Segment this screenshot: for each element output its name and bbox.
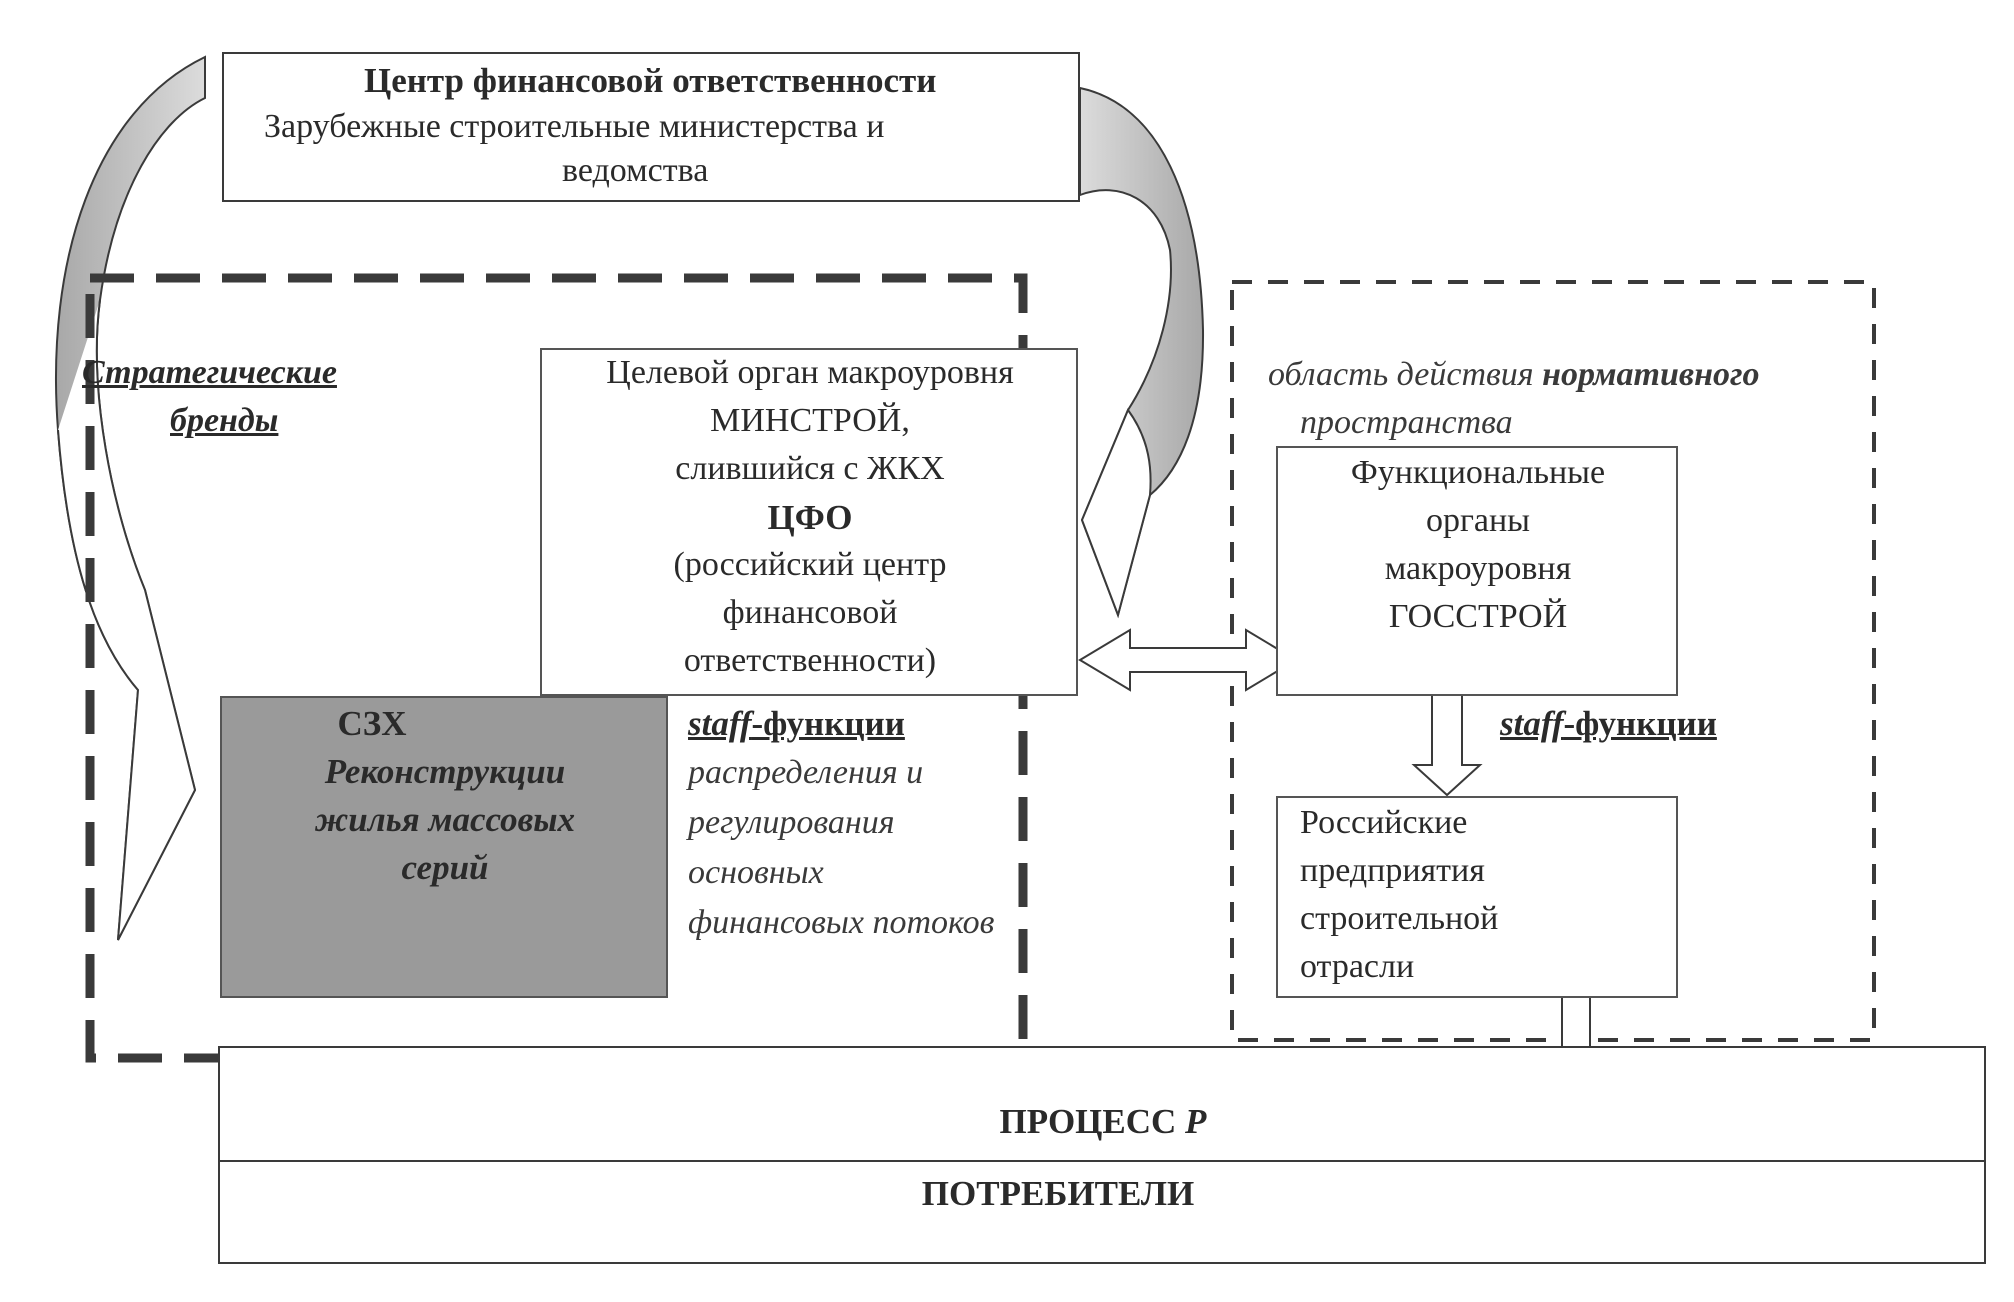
- staff-functions-left-heading: staff-функции: [688, 706, 905, 741]
- szh-box: СЗХ Реконструкции жилья массовых серий: [220, 696, 668, 998]
- target-box-line7: ответственности): [683, 642, 937, 679]
- staff-functions-left-line2: регулирования: [688, 804, 895, 841]
- enterprises-box-line2: предприятия: [1300, 852, 1485, 889]
- szh-box-line1: СЗХ: [337, 704, 407, 743]
- top-box-line1: Зарубежные строительные министерства и: [264, 108, 885, 145]
- staff-functions-left-line4: финансовых потоков: [688, 904, 995, 941]
- enterprises-box-line3: строительной: [1300, 900, 1499, 937]
- staff-functions-left-prefix: staff: [688, 704, 752, 743]
- target-body-box: Целевой орган макроуровня МИНСТРОЙ, слив…: [540, 348, 1078, 696]
- target-box-line2: МИНСТРОЙ,: [710, 402, 910, 439]
- bidirectional-arrow-horizontal: [1078, 628, 1298, 692]
- normative-space-label-line2: пространства: [1300, 404, 1513, 441]
- staff-functions-left-suffix: -функции: [751, 704, 905, 743]
- process-box: ПРОЦЕСС Р: [218, 1046, 1986, 1162]
- func-box-line3: макроуровня: [1384, 550, 1572, 587]
- staff-functions-left-line3: основных: [688, 854, 824, 891]
- strategic-brands-label-line1: Стратегические: [82, 354, 337, 391]
- func-box-line2: органы: [1425, 502, 1531, 539]
- target-box-line3: слившийся с ЖКХ: [675, 450, 945, 487]
- consumers-box: ПОТРЕБИТЕЛИ: [218, 1160, 1986, 1264]
- russian-enterprises-box: Российские предприятия строительной отра…: [1276, 796, 1678, 998]
- szh-box-line2: Реконструкции: [324, 752, 566, 791]
- top-box-title: Центр финансовой ответственности: [364, 61, 937, 100]
- enterprises-box-line1: Российские: [1300, 804, 1468, 841]
- functional-bodies-box: Функциональные органы макроуровня ГОССТР…: [1276, 446, 1678, 696]
- szh-box-line4: серий: [401, 848, 489, 887]
- process-box-label: ПРОЦЕСС Р: [220, 1104, 1986, 1139]
- target-box-line6: финансовой: [722, 594, 898, 631]
- normative-space-label-prefix: область действия: [1268, 356, 1543, 393]
- enterprises-box-line4: отрасли: [1300, 948, 1415, 985]
- staff-functions-left-line1: распределения и: [688, 754, 924, 791]
- func-box-line1: Функциональные: [1350, 454, 1606, 491]
- process-box-label-text: ПРОЦЕСС: [999, 1102, 1186, 1141]
- consumers-box-label: ПОТРЕБИТЕЛИ: [921, 1174, 1195, 1213]
- normative-space-label-line1: область действия нормативного: [1268, 358, 1760, 392]
- func-box-line4: ГОССТРОЙ: [1388, 598, 1568, 635]
- staff-functions-right-heading: staff-функции: [1500, 706, 1717, 741]
- target-box-line5: (российский центр: [673, 546, 947, 583]
- target-box-line1: Целевой орган макроуровня: [606, 354, 1014, 391]
- szh-box-line3: жилья массовых: [314, 800, 576, 839]
- process-box-label-var: Р: [1185, 1102, 1207, 1141]
- right-curved-arrow-head: [1080, 407, 1152, 619]
- left-curved-arrow-inner: [57, 299, 197, 941]
- normative-space-label-bold: нормативного: [1542, 356, 1760, 393]
- strategic-brands-label-line2: бренды: [170, 402, 279, 439]
- staff-functions-right-suffix: -функции: [1563, 704, 1717, 743]
- financial-responsibility-center-box: Центр финансовой ответственности Зарубеж…: [222, 52, 1080, 202]
- staff-functions-right-prefix: staff: [1500, 704, 1564, 743]
- target-box-line4: ЦФО: [767, 498, 853, 537]
- top-box-line2: ведомства: [562, 152, 709, 189]
